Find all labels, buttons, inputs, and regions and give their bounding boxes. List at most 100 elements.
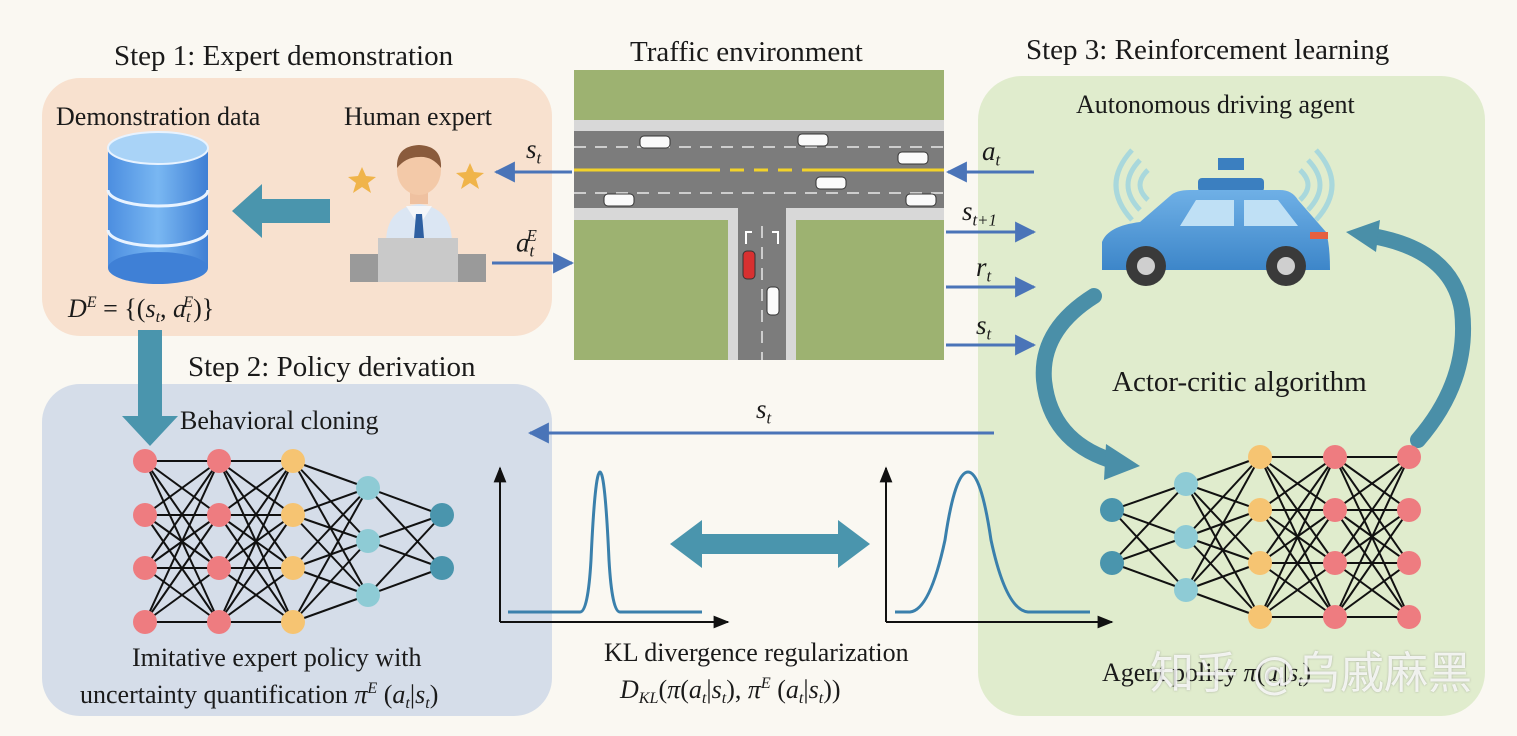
database-icon xyxy=(106,131,210,284)
agent-network-edge xyxy=(1185,456,1261,591)
agent-network-node xyxy=(1248,498,1272,522)
state-to-agent-label: st xyxy=(976,310,992,344)
state-to-bc-label: st xyxy=(756,394,772,428)
bc-network-node xyxy=(281,449,305,473)
agent-network-node xyxy=(1323,551,1347,575)
agent-network-edge xyxy=(1334,456,1410,564)
bc-network-node xyxy=(281,556,305,580)
agent-network-edge xyxy=(1185,509,1261,591)
bc-network-node xyxy=(133,449,157,473)
agent-network-edge xyxy=(1185,456,1261,485)
agent-network-edge xyxy=(1259,562,1336,618)
agent-policy-label: Agent policy π(at|st) xyxy=(1102,658,1312,691)
step3-title: Step 3: Reinforcement learning xyxy=(1026,34,1390,66)
bc-network-edge xyxy=(218,567,294,623)
bc-network-edge xyxy=(218,460,294,516)
agent-network-node xyxy=(1100,551,1124,575)
bc-network-edge xyxy=(144,460,220,516)
expert-distribution-curve xyxy=(508,470,702,614)
agent-network-edge xyxy=(1259,509,1336,618)
agent-network-edge xyxy=(1185,589,1261,618)
bc-network-node xyxy=(133,503,157,527)
agent-network-edge xyxy=(1111,536,1187,564)
traffic-environment-map xyxy=(574,70,944,360)
bc-network-edge xyxy=(144,460,220,623)
bc-network-node xyxy=(281,610,305,634)
agent-network-edge xyxy=(1259,456,1336,511)
actor-critic-label: Actor-critic algorithm xyxy=(1112,366,1367,398)
agent-network-edge xyxy=(1334,456,1410,511)
agent-network-edge xyxy=(1259,456,1336,618)
agent-network-node xyxy=(1100,498,1124,522)
autonomous-agent-label: Autonomous driving agent xyxy=(1076,90,1355,119)
bc-network-edge xyxy=(144,460,220,569)
agent-network-node xyxy=(1174,525,1198,549)
agent-network-edge xyxy=(1111,562,1187,591)
human-expert-icon xyxy=(348,145,486,282)
step1-title: Step 1: Expert demonstration xyxy=(114,40,454,72)
bc-network-edge xyxy=(367,514,443,542)
bc-network-edge xyxy=(292,487,369,623)
agent-distribution-plot xyxy=(879,466,1114,629)
bc-network-node xyxy=(133,610,157,634)
bc-network-edge xyxy=(292,540,369,623)
agent-network-node xyxy=(1323,605,1347,629)
agent-network-node xyxy=(1248,445,1272,469)
bc-network-node xyxy=(356,583,380,607)
agent-network-node xyxy=(1397,445,1421,469)
bc-network-edge xyxy=(367,514,443,596)
kl-formula: DKL(π(at|st), πE (at|st)) xyxy=(620,674,841,708)
traffic-environment-title: Traffic environment xyxy=(630,36,863,68)
agent-distribution-curve xyxy=(895,470,1090,614)
bc-network-node xyxy=(430,556,454,580)
bc-network-node xyxy=(281,503,305,527)
bc-network-node xyxy=(356,476,380,500)
agent-network-node xyxy=(1323,498,1347,522)
bc-network-edge xyxy=(218,460,294,623)
kl-title: KL divergence regularization xyxy=(604,638,909,667)
data-to-bc-arrow xyxy=(122,330,178,446)
agent-network-node xyxy=(1323,445,1347,469)
kl-double-arrow xyxy=(670,520,870,568)
agent-network-node xyxy=(1397,498,1421,522)
agent-network-edge xyxy=(1185,562,1261,591)
agent-action-label: at xyxy=(982,136,1001,170)
agent-network-node xyxy=(1248,551,1272,575)
bc-network-node xyxy=(207,610,231,634)
agent-network-edge xyxy=(1334,562,1410,618)
bc-network-edge xyxy=(292,487,369,516)
bc-network-edge xyxy=(218,514,294,623)
autonomous-car-icon xyxy=(1102,148,1335,286)
bc-network-node xyxy=(133,556,157,580)
agent-network-node xyxy=(1248,605,1272,629)
bc-network-node xyxy=(207,556,231,580)
behavioral-cloning-label: Behavioral cloning xyxy=(180,406,379,435)
actor-critic-up-arrow xyxy=(1364,228,1472,448)
agent-network-node xyxy=(1397,605,1421,629)
human-expert-label: Human expert xyxy=(344,102,493,131)
agent-policy-network xyxy=(1100,445,1421,629)
bc-network-node xyxy=(207,449,231,473)
expert-policy-line2: uncertainty quantification πE (at|st) xyxy=(80,679,439,713)
bc-network-edge xyxy=(367,567,443,596)
agent-network-node xyxy=(1174,578,1198,602)
bc-network-node xyxy=(430,503,454,527)
expert-distribution-plot xyxy=(493,466,730,629)
bc-network-edge xyxy=(292,487,369,569)
step2-panel xyxy=(42,384,552,716)
demonstration-data-label: Demonstration data xyxy=(56,102,261,131)
agent-network-edge xyxy=(1111,483,1187,511)
agent-network-node xyxy=(1397,551,1421,575)
agent-network-edge xyxy=(1334,509,1410,618)
actor-critic-down-arrow xyxy=(1035,288,1118,468)
bc-network-edge xyxy=(144,567,220,623)
bc-network-node xyxy=(207,503,231,527)
bc-network-edge xyxy=(367,487,443,516)
bc-network-edge xyxy=(218,460,294,569)
state-to-expert-label: st xyxy=(526,134,542,168)
reward-label: rt xyxy=(976,252,992,286)
expert-policy-formula: πE (at|st) xyxy=(354,679,439,713)
step2-title: Step 2: Policy derivation xyxy=(188,351,476,383)
